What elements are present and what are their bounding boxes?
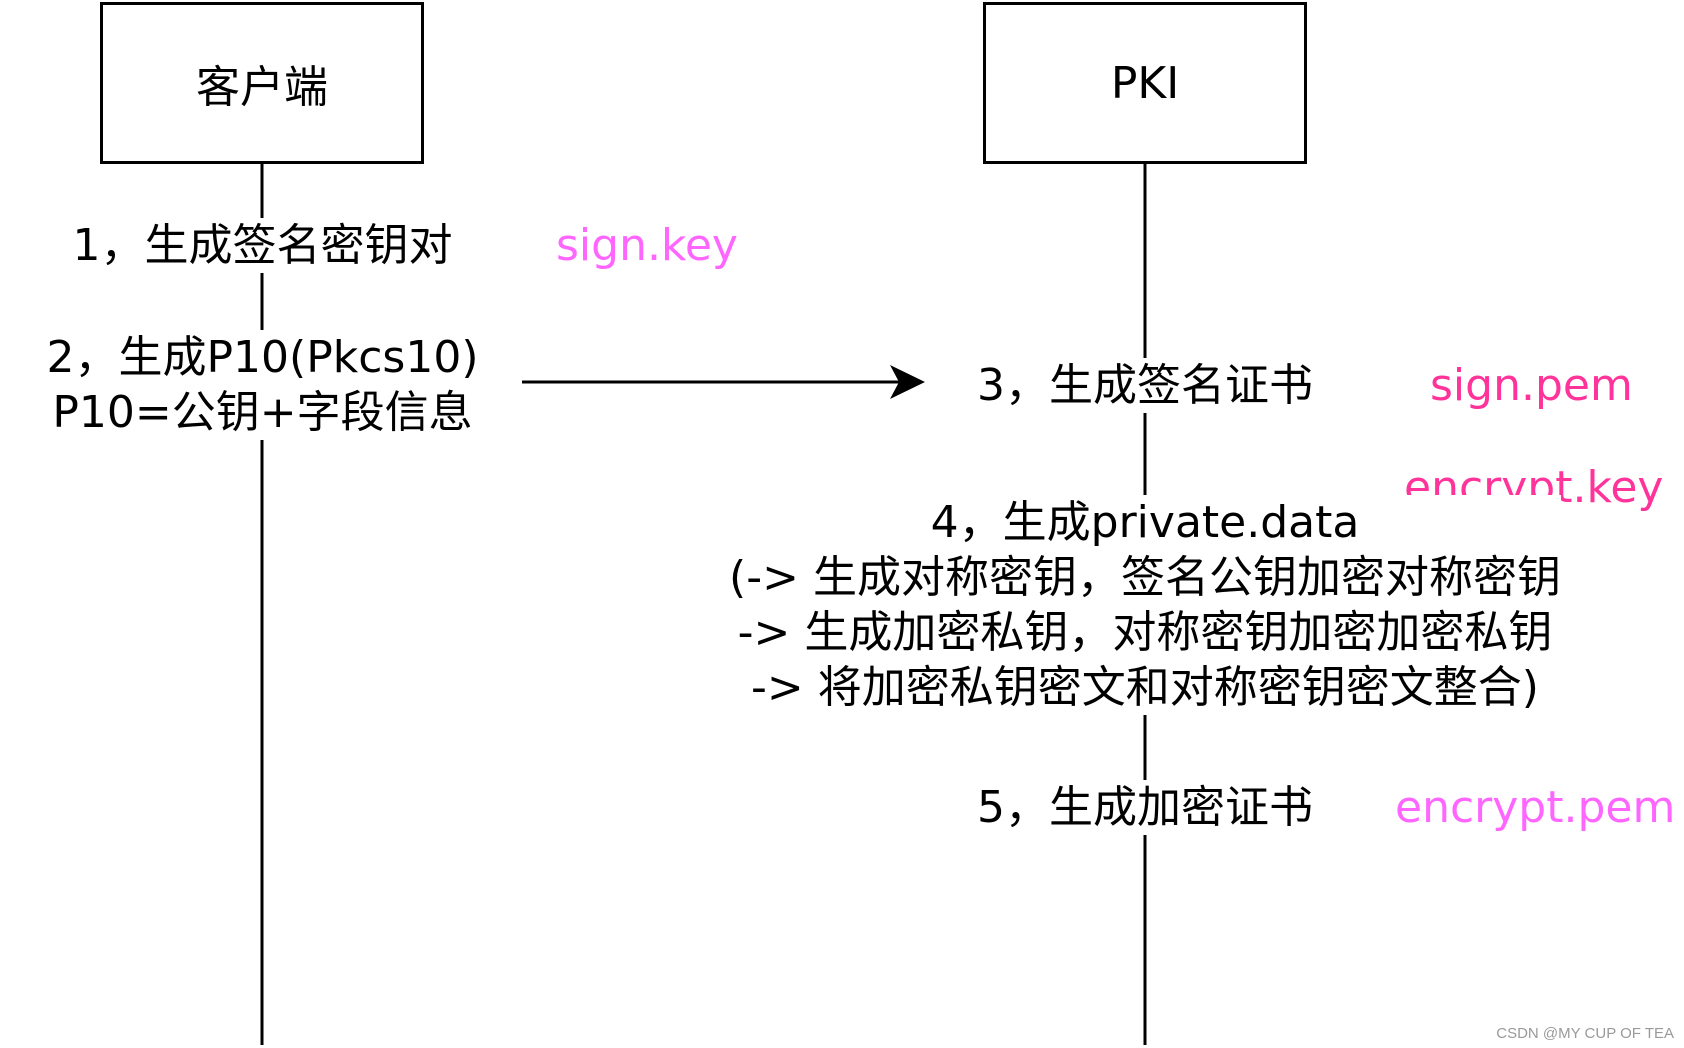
encrypt-pem-label: encrypt.pem bbox=[1395, 782, 1676, 833]
p10-request-arrowhead bbox=[890, 365, 925, 399]
sign-key-file: sign.key bbox=[556, 218, 738, 273]
pki-participant: PKI bbox=[983, 2, 1307, 164]
client-participant: 客户端 bbox=[100, 2, 424, 164]
step-4-generate-private-data: 4，生成private.data (-> 生成对称密钥，签名公钥加密对称密钥 -… bbox=[700, 495, 1590, 715]
step-2-generate-p10: 2，生成P10(Pkcs10) P10=公钥+字段信息 bbox=[35, 330, 490, 440]
encrypt-pem-file: encrypt.pem bbox=[1395, 780, 1675, 835]
step-4-title: 4，生成private.data bbox=[930, 497, 1360, 548]
step-5-text: 5，生成加密证书 bbox=[977, 782, 1313, 833]
step-5-generate-encrypt-cert: 5，生成加密证书 bbox=[960, 780, 1330, 835]
client-label: 客户端 bbox=[196, 62, 328, 113]
step-3-generate-sign-cert: 3，生成签名证书 bbox=[960, 358, 1330, 413]
step-1-text: 1，生成签名密钥对 bbox=[72, 220, 453, 271]
step-2-title: 2，生成P10(Pkcs10) bbox=[46, 332, 479, 383]
step-3-text: 3，生成签名证书 bbox=[977, 360, 1313, 411]
step-2-detail: P10=公钥+字段信息 bbox=[52, 387, 473, 438]
sign-pem-file: sign.pem bbox=[1430, 358, 1633, 413]
step-4-detail-2: -> 生成加密私钥，对称密钥加密加密私钥 bbox=[737, 607, 1553, 658]
step-1-generate-sign-keypair: 1，生成签名密钥对 bbox=[55, 218, 470, 273]
sign-pem-label: sign.pem bbox=[1430, 360, 1633, 411]
pki-label: PKI bbox=[1110, 57, 1180, 109]
sign-key-label: sign.key bbox=[556, 220, 738, 271]
step-4-detail-1: (-> 生成对称密钥，签名公钥加密对称密钥 bbox=[729, 552, 1561, 603]
step-4-detail-3: -> 将加密私钥密文和对称密钥密文整合) bbox=[751, 662, 1539, 713]
watermark: CSDN @MY CUP OF TEA bbox=[1496, 1025, 1674, 1042]
